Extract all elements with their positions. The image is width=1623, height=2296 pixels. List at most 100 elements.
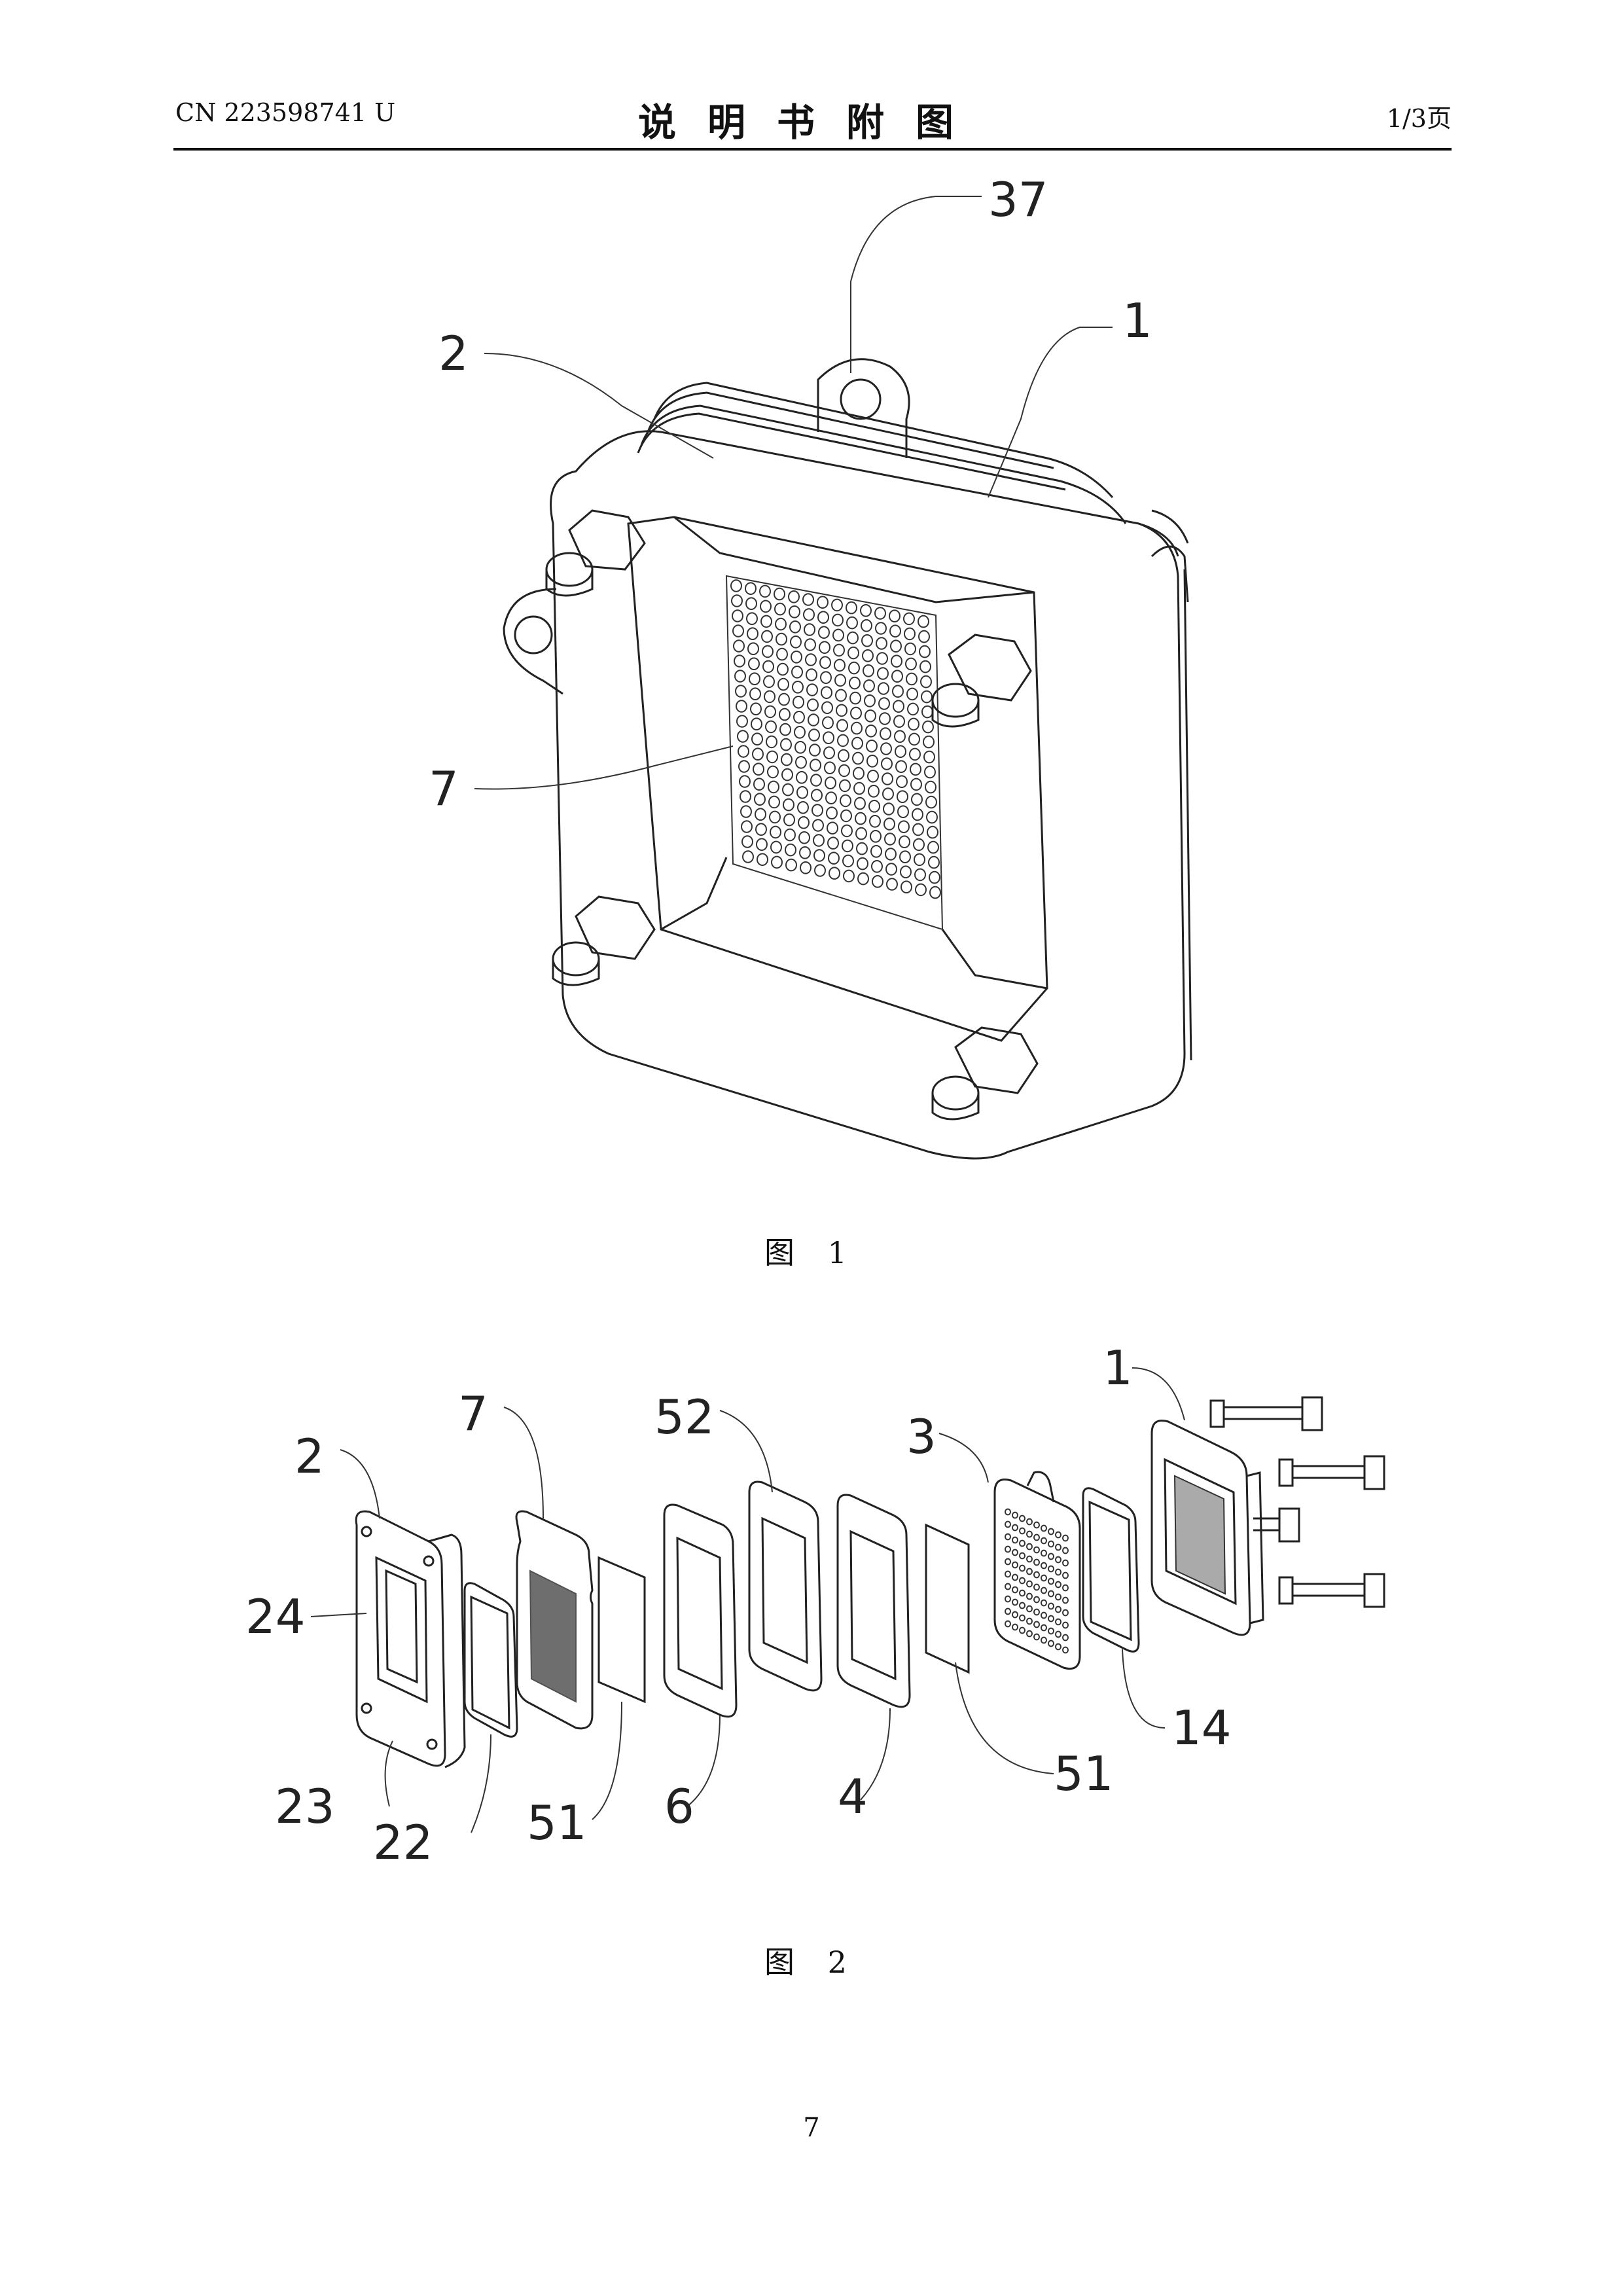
mesh-hole xyxy=(1048,1591,1054,1597)
mesh-hole xyxy=(1048,1541,1054,1547)
label-2: 2 xyxy=(294,1429,325,1484)
label-22: 22 xyxy=(373,1815,433,1870)
part-51-sheet-right xyxy=(926,1525,969,1672)
mesh-hole xyxy=(1056,1532,1061,1538)
mesh-hole xyxy=(1005,1596,1010,1602)
mesh-hole xyxy=(1005,1522,1010,1528)
mesh-hole xyxy=(1005,1584,1010,1590)
mesh-hole xyxy=(1063,1585,1068,1591)
mesh-hole xyxy=(1063,1647,1068,1653)
mesh-hole xyxy=(1020,1566,1025,1571)
mesh-hole xyxy=(1063,1598,1068,1604)
mesh-hole xyxy=(1020,1590,1025,1596)
label-4: 4 xyxy=(838,1769,868,1824)
label-14: 14 xyxy=(1171,1700,1232,1755)
mesh-hole xyxy=(1012,1525,1018,1531)
bolt-1 xyxy=(1211,1397,1322,1430)
mesh-hole xyxy=(1048,1641,1054,1647)
mesh-hole xyxy=(1034,1634,1039,1640)
mesh-hole xyxy=(1048,1554,1054,1560)
bolt-2 xyxy=(1279,1456,1384,1489)
mesh-hole xyxy=(1041,1613,1046,1619)
part-7-mesh-plate xyxy=(516,1511,592,1729)
part-22-gasket xyxy=(465,1583,517,1737)
part-2-end-cap xyxy=(356,1511,465,1767)
label-24: 24 xyxy=(245,1589,306,1644)
mesh-hole xyxy=(1048,1628,1054,1634)
mesh-hole xyxy=(1020,1578,1025,1584)
mesh-hole xyxy=(1027,1544,1032,1550)
part-52-frame xyxy=(749,1482,821,1691)
label-52: 52 xyxy=(654,1390,715,1444)
mesh-hole xyxy=(1012,1537,1018,1543)
mesh-hole xyxy=(1034,1585,1039,1590)
mesh-hole xyxy=(1020,1603,1025,1609)
mesh-hole xyxy=(1027,1631,1032,1637)
mesh-hole xyxy=(1048,1529,1054,1535)
mesh-hole xyxy=(1063,1535,1068,1541)
part-4-frame xyxy=(838,1495,910,1707)
mesh-hole xyxy=(1020,1615,1025,1621)
mesh-hole xyxy=(1056,1632,1061,1638)
label-23: 23 xyxy=(275,1779,335,1834)
mesh-hole xyxy=(1012,1575,1018,1581)
part-3-perforated-plate xyxy=(995,1472,1080,1668)
label-6: 6 xyxy=(664,1779,694,1834)
mesh-hole xyxy=(1005,1509,1010,1515)
mesh-hole xyxy=(1012,1513,1018,1518)
label-51-right: 51 xyxy=(1054,1746,1114,1801)
mesh-hole xyxy=(1034,1609,1039,1615)
mesh-hole xyxy=(1034,1560,1039,1566)
mesh-hole xyxy=(1020,1541,1025,1547)
mesh-hole xyxy=(1056,1545,1061,1551)
mesh-hole xyxy=(1041,1625,1046,1631)
mesh-hole xyxy=(1056,1619,1061,1625)
mesh-hole xyxy=(1034,1522,1039,1528)
mesh-hole xyxy=(1041,1563,1046,1569)
mesh-hole xyxy=(1056,1582,1061,1588)
mesh-hole xyxy=(1034,1597,1039,1603)
mesh-hole xyxy=(1056,1607,1061,1613)
mesh-hole xyxy=(1034,1572,1039,1578)
label-51-left: 51 xyxy=(527,1795,587,1850)
mesh-hole xyxy=(1005,1621,1010,1627)
page-number: 7 xyxy=(0,2113,1623,2143)
mesh-hole xyxy=(1012,1562,1018,1568)
label-3: 3 xyxy=(906,1409,936,1464)
mesh-hole xyxy=(1041,1638,1046,1643)
mesh-hole xyxy=(1041,1600,1046,1606)
mesh-hole xyxy=(1012,1587,1018,1593)
label-7: 7 xyxy=(458,1386,488,1441)
mesh-hole xyxy=(1005,1547,1010,1552)
perforated-holes xyxy=(1005,1509,1068,1653)
mesh-hole xyxy=(1056,1594,1061,1600)
figure-2-caption: 图 2 xyxy=(0,1939,1623,1982)
mesh-hole xyxy=(1056,1557,1061,1563)
mesh-hole xyxy=(1005,1609,1010,1615)
figure-2-drawing: 1 7 52 3 2 24 14 51 23 22 51 6 4 xyxy=(0,0,1623,1937)
mesh-hole xyxy=(1027,1569,1032,1575)
mesh-hole xyxy=(1027,1519,1032,1525)
part-14-gasket xyxy=(1083,1488,1139,1652)
mesh-hole xyxy=(1063,1623,1068,1628)
mesh-hole xyxy=(1041,1538,1046,1544)
mesh-hole xyxy=(1012,1624,1018,1630)
mesh-hole xyxy=(1012,1550,1018,1556)
mesh-hole xyxy=(1005,1571,1010,1577)
mesh-hole xyxy=(1027,1532,1032,1537)
mesh-hole xyxy=(1048,1566,1054,1572)
part-1-housing xyxy=(1152,1420,1263,1634)
mesh-hole xyxy=(1034,1547,1039,1553)
part-51-sheet-left xyxy=(599,1558,645,1702)
mesh-hole xyxy=(1020,1628,1025,1634)
mesh-hole xyxy=(1048,1604,1054,1609)
mesh-hole xyxy=(1005,1534,1010,1540)
mesh-hole xyxy=(1063,1610,1068,1616)
mesh-hole xyxy=(1027,1594,1032,1600)
mesh-hole xyxy=(1034,1622,1039,1628)
mesh-hole xyxy=(1020,1528,1025,1534)
mesh-hole xyxy=(1012,1612,1018,1618)
mesh-hole xyxy=(1063,1560,1068,1566)
part-6-frame xyxy=(664,1505,736,1717)
mesh-hole xyxy=(1048,1579,1054,1585)
